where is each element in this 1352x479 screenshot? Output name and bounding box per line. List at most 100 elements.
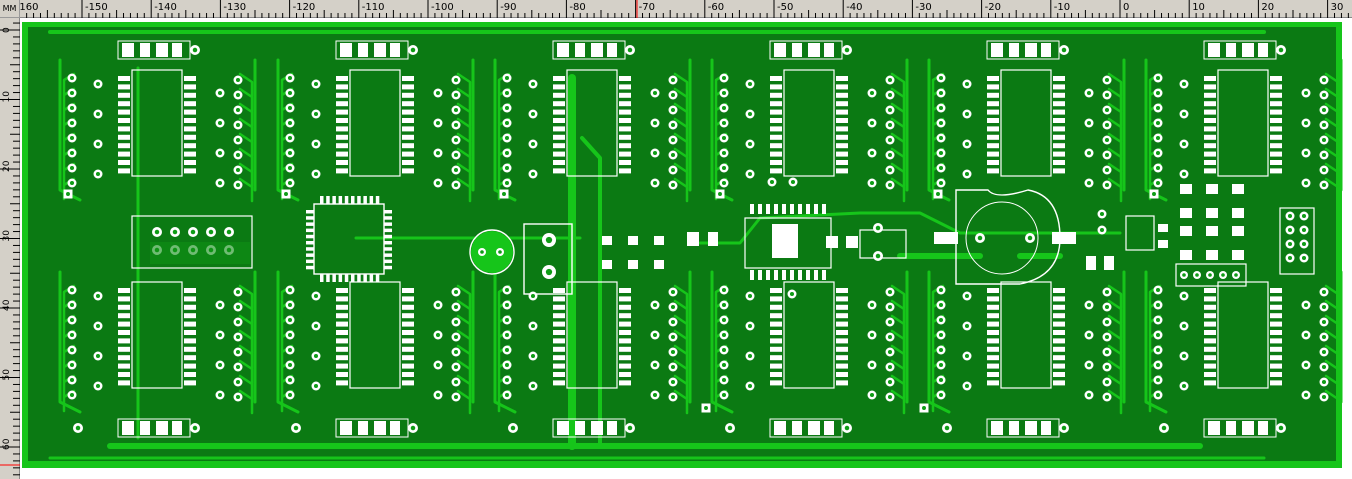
smd-pad (118, 126, 130, 132)
drill-hole (938, 392, 944, 398)
smd-pad (991, 43, 1003, 57)
ruler-label: -60 (708, 2, 724, 13)
smd-pad (306, 259, 314, 264)
smd-pad (402, 288, 414, 293)
drill-hole (504, 135, 510, 141)
copper-trace (890, 359, 906, 385)
smd-pad (336, 134, 348, 140)
drill-hole (964, 383, 970, 389)
drill-hole (502, 192, 506, 196)
smd-pad (602, 236, 612, 245)
smd-pad (184, 92, 196, 98)
smd-pad (1270, 346, 1282, 352)
smd-pad (553, 355, 565, 361)
smd-pad (336, 92, 348, 98)
ruler-label: 0 (2, 27, 12, 33)
drill-hole (453, 394, 459, 400)
smd-pad (987, 296, 999, 302)
smd-pad (619, 346, 631, 352)
copper-trace (927, 270, 951, 414)
smd-pad (156, 43, 168, 57)
drill-hole (1278, 47, 1284, 53)
drill-hole (1104, 77, 1110, 83)
drill-hole (721, 105, 727, 111)
drill-hole (453, 379, 459, 385)
smd-pad (118, 134, 130, 140)
smd-pad (184, 151, 196, 157)
drill-hole (217, 150, 223, 156)
drill-hole (887, 122, 893, 128)
smd-pad (654, 236, 664, 245)
horizontal-ruler[interactable]: -160-150-140-130-120-110-100-90-80-70-60… (20, 0, 1352, 18)
smd-pad (770, 304, 782, 310)
drill-hole (1061, 47, 1067, 53)
smd-pad (1053, 355, 1065, 361)
drill-hole (1104, 289, 1110, 295)
copper-trace (238, 162, 254, 188)
smd-pad (184, 126, 196, 132)
smd-pad (1270, 109, 1282, 115)
drill-hole (1287, 213, 1293, 219)
drill-hole (938, 317, 944, 323)
drill-hole (504, 75, 510, 81)
drill-hole (235, 364, 241, 370)
smd-pad (344, 196, 349, 204)
drill-hole (287, 347, 293, 353)
copper-trace (890, 177, 906, 203)
smd-pad (1053, 151, 1065, 157)
drill-hole (287, 332, 293, 338)
smd-pad (806, 204, 810, 214)
drill-hole (69, 90, 75, 96)
drill-hole (977, 235, 983, 241)
drill-hole (69, 332, 75, 338)
smd-pad (1270, 321, 1282, 327)
drill-hole (1321, 182, 1327, 188)
copper-trace (1324, 374, 1340, 400)
header-copper-fill (150, 242, 250, 264)
smd-pad (172, 421, 182, 435)
copper-trace (1107, 344, 1123, 370)
drill-hole (1104, 167, 1110, 173)
drill-hole (313, 323, 319, 329)
drill-hole (887, 137, 893, 143)
drill-hole (721, 332, 727, 338)
drill-hole (1321, 379, 1327, 385)
drill-hole (217, 180, 223, 186)
smd-pad (369, 196, 374, 204)
drill-hole (504, 302, 510, 308)
drill-hole (1155, 317, 1161, 323)
drill-hole (1221, 273, 1225, 277)
drill-hole (721, 180, 727, 186)
copper-trace (238, 314, 254, 340)
drill-hole (504, 377, 510, 383)
smd-pad (1204, 372, 1216, 377)
smd-pad (1204, 338, 1216, 344)
copper-trace (673, 147, 689, 173)
smd-pad (1204, 380, 1216, 386)
drill-hole (235, 167, 241, 173)
pcb-canvas[interactable] (20, 18, 1352, 479)
battery-holder-outline (955, 189, 1061, 285)
smd-pad (654, 260, 664, 269)
drill-hole (95, 323, 101, 329)
copper-trace (238, 344, 254, 370)
copper-trace (890, 389, 906, 415)
ic-outline (566, 69, 618, 177)
smd-pad (553, 288, 565, 293)
drill-hole (435, 90, 441, 96)
smd-pad (987, 168, 999, 174)
drill-hole (287, 150, 293, 156)
drill-hole (530, 383, 536, 389)
smd-pad (836, 76, 848, 81)
drill-hole (670, 379, 676, 385)
smd-pad (808, 43, 820, 57)
drill-hole (652, 180, 658, 186)
drill-hole (670, 137, 676, 143)
drill-hole (208, 229, 214, 235)
ic-outline (783, 281, 835, 389)
drill-hole (287, 362, 293, 368)
copper-trace (456, 359, 472, 385)
ic-outline (1217, 69, 1269, 177)
drill-hole (453, 167, 459, 173)
